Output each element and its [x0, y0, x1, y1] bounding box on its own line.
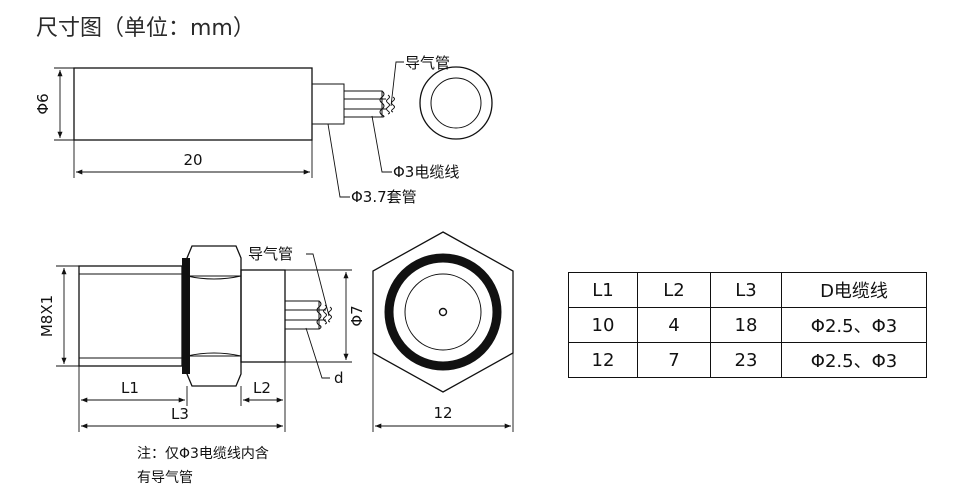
gasket: [182, 258, 190, 374]
rear-cable: [284, 300, 320, 330]
o-ring-circle: [384, 253, 502, 371]
dim-L2-label: L2: [253, 379, 271, 397]
sensor-body: [73, 67, 313, 141]
rear-body: [240, 269, 286, 363]
sleeve-label: Φ3.7套管: [351, 188, 417, 206]
bottom-air-tube-label: 导气管: [248, 245, 293, 263]
table-cell: Φ2.5、Φ3: [781, 342, 927, 378]
hex-nut: [186, 245, 242, 387]
air-tube-label: 导气管: [405, 54, 450, 72]
dim-thread-label: M8X1: [38, 295, 56, 337]
note-line-2: 有导气管: [137, 470, 193, 486]
end-view-inner-circle: [430, 77, 482, 129]
page-title: 尺寸图（单位：mm）: [36, 16, 255, 41]
thread-section: [78, 265, 183, 367]
sleeve: [311, 83, 345, 125]
spec-table: L1 L2 L3 D电缆线 10 4 18 Φ2.5、Φ3 12 7 23 Φ2…: [568, 272, 927, 378]
table-cell: 18: [710, 307, 782, 343]
dim-L3-label: L3: [171, 405, 189, 423]
table-header-cell: L1: [568, 272, 638, 308]
dim-L1-label: L1: [121, 379, 139, 397]
end-view-outer-circle: [419, 66, 493, 140]
table-cell: 10: [568, 307, 638, 343]
dim-phi7-label: Φ7: [348, 305, 366, 326]
top-sensor-side-view: Φ6 20 导气管 Φ3电缆线 Φ3.7套管: [34, 54, 493, 206]
dim-hex-label: 12: [433, 404, 452, 422]
table-header-cell: D电缆线: [781, 272, 927, 308]
table-cell: 12: [568, 342, 638, 378]
note-line-1: 注：仅Φ3电缆线内含: [137, 446, 269, 462]
cable-label: Φ3电缆线: [393, 163, 459, 181]
rear-break-line: [316, 300, 322, 330]
dim-diameter-label: Φ6: [34, 93, 52, 114]
inner-face-circle: [404, 273, 482, 351]
table-cell: 4: [637, 307, 711, 343]
table-header-row: L1 L2 L3 D电缆线: [568, 272, 927, 308]
table-cell: 7: [637, 342, 711, 378]
cable-d-label: d: [334, 369, 344, 387]
hex-end-view: [372, 231, 514, 393]
air-hole: [438, 307, 448, 317]
table-header-cell: L3: [710, 272, 782, 308]
dim-length-label: 20: [183, 151, 202, 169]
break-line: [379, 90, 385, 118]
table-row: 12 7 23 Φ2.5、Φ3: [568, 342, 927, 378]
cable: [343, 90, 383, 118]
bottom-sensor-side-view: M8X1 L1 L2 L3 Φ7 导气管 d 12: [38, 231, 514, 432]
table-cell: Φ2.5、Φ3: [781, 307, 927, 343]
table-header-cell: L2: [637, 272, 711, 308]
table-cell: 23: [710, 342, 782, 378]
table-row: 10 4 18 Φ2.5、Φ3: [568, 307, 927, 343]
